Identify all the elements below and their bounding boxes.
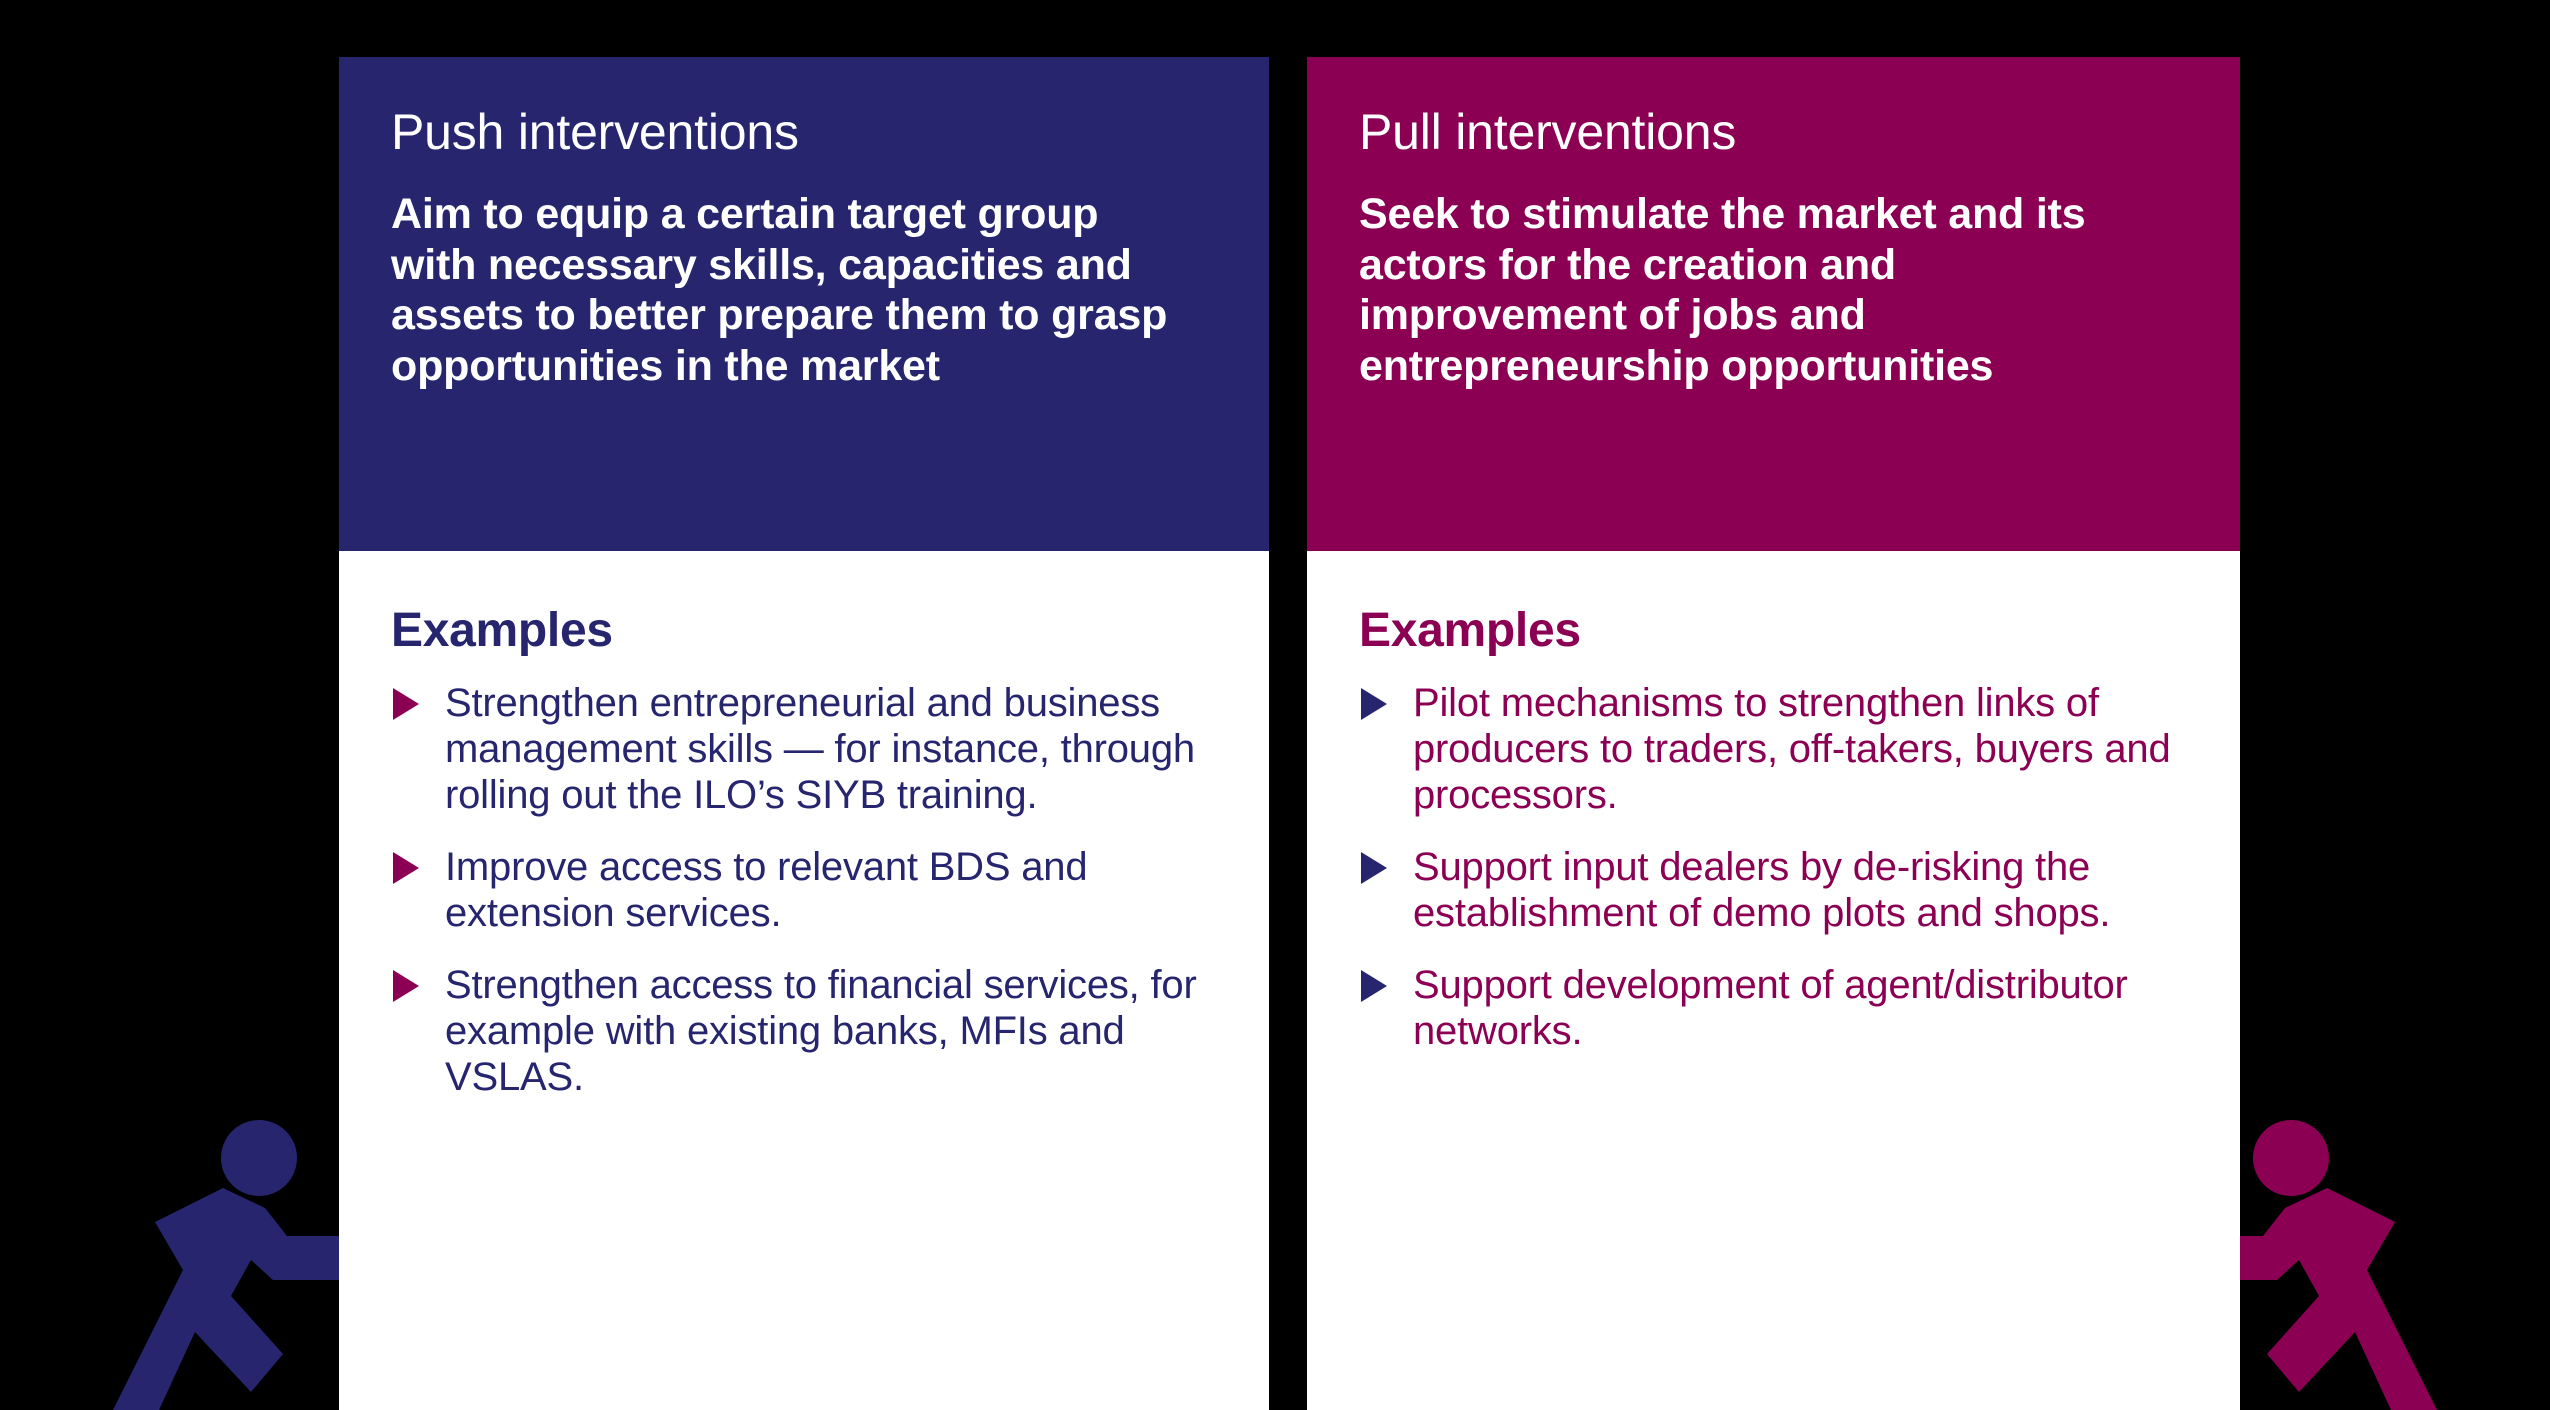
list-item-text: Strengthen entrepreneurial and business … [445, 681, 1195, 817]
list-item: Strengthen access to financial services,… [391, 962, 1219, 1100]
triangle-right-icon [393, 970, 419, 1002]
list-item-text: Improve access to relevant BDS and exten… [445, 845, 1088, 935]
list-item: Support development of agent/distributor… [1359, 962, 2190, 1054]
triangle-right-icon [1361, 852, 1387, 884]
pull-panel-title: Pull interventions [1359, 104, 1737, 160]
pull-panel-body: Examples Pilot mechanisms to strengthen … [1307, 551, 2240, 1410]
pull-panel-description: Seek to stimulate the market and its act… [1359, 190, 2086, 391]
push-interventions-panel: Push interventions Aim to equip a certai… [339, 57, 1269, 1410]
push-panel-description: Aim to equip a certain target group with… [391, 190, 1168, 391]
triangle-right-icon [393, 688, 419, 720]
list-item-text: Support input dealers by de-risking the … [1413, 845, 2111, 935]
push-examples-heading: Examples [391, 604, 613, 657]
triangle-right-icon [1361, 970, 1387, 1002]
list-item: Strengthen entrepreneurial and business … [391, 680, 1219, 818]
list-item: Improve access to relevant BDS and exten… [391, 844, 1219, 936]
pull-panel-header: Pull interventions Seek to stimulate the… [1307, 57, 2240, 551]
list-item: Pilot mechanisms to strengthen links of … [1359, 680, 2190, 818]
person-pulling-icon [2195, 1120, 2437, 1410]
list-item: Support input dealers by de-risking the … [1359, 844, 2190, 936]
list-item-text: Pilot mechanisms to strengthen links of … [1413, 681, 2171, 817]
triangle-right-icon [1361, 688, 1387, 720]
pull-examples-heading: Examples [1359, 604, 1581, 657]
pull-examples-list: Pilot mechanisms to strengthen links of … [1359, 680, 2190, 1054]
push-panel-header: Push interventions Aim to equip a certai… [339, 57, 1269, 551]
push-panel-body: Examples Strengthen entrepreneurial and … [339, 551, 1269, 1410]
pull-interventions-panel: Pull interventions Seek to stimulate the… [1307, 57, 2240, 1410]
list-item-text: Strengthen access to financial services,… [445, 963, 1197, 1099]
triangle-right-icon [393, 852, 419, 884]
list-item-text: Support development of agent/distributor… [1413, 963, 2128, 1053]
person-pushing-icon [113, 1120, 355, 1410]
push-panel-title: Push interventions [391, 104, 799, 160]
push-examples-list: Strengthen entrepreneurial and business … [391, 680, 1219, 1100]
